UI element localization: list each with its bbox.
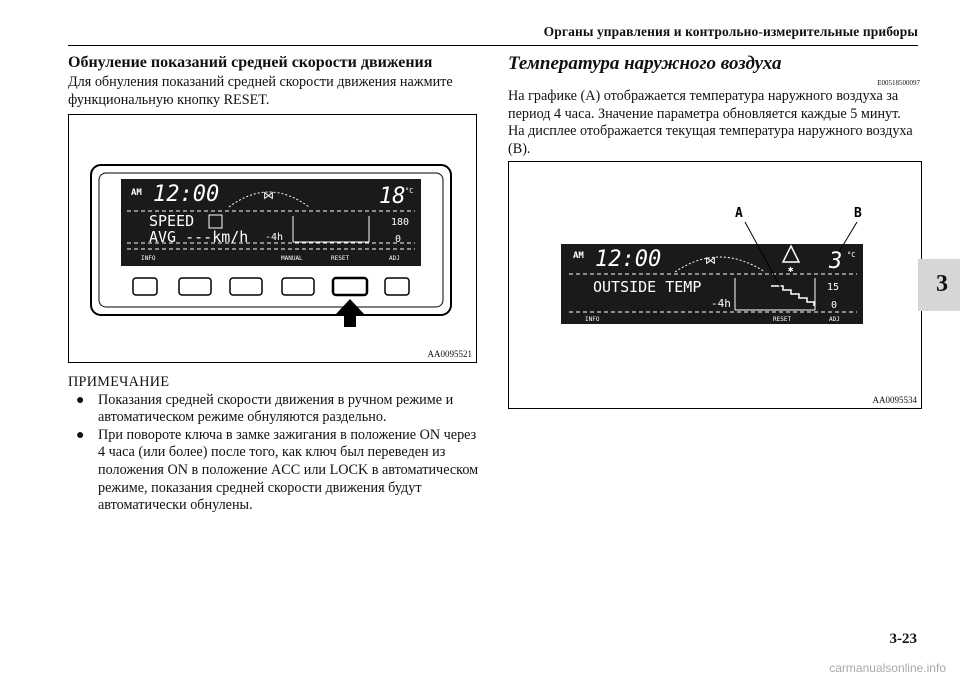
- outside-temp-paragraph-1: На графике (A) отображается температура …: [508, 88, 901, 122]
- section-heading-outside-temp: Температура наружного воздуха: [508, 53, 782, 74]
- graph-zero-label: 0: [395, 234, 401, 245]
- left-column: Обнуление показаний средней скорости дви…: [68, 52, 480, 109]
- compass-arc: [228, 191, 310, 208]
- note-block: ПРИМЕЧАНИЕ ● Показания средней скорости …: [68, 374, 480, 515]
- bar-label-adj: ADJ: [829, 316, 840, 323]
- function-button-2[interactable]: [178, 277, 212, 296]
- temperature-readout: 3: [828, 249, 842, 274]
- temperature-unit: °C: [847, 251, 855, 259]
- temperature-unit: °C: [405, 187, 413, 195]
- graph-span-label: -4h: [711, 297, 731, 310]
- reset-paragraph: Для обнуления показаний средней скорости…: [68, 74, 453, 108]
- running-header: Органы управления и контрольно-измерител…: [543, 24, 918, 39]
- note-title: ПРИМЕЧАНИЕ: [68, 374, 170, 390]
- speed-mode-icon: [208, 214, 223, 229]
- compass-icon: ⋈: [705, 254, 716, 267]
- compass-icon: ⋈: [263, 189, 274, 202]
- note-item-text: При повороте ключа в замке зажигания в п…: [98, 426, 479, 514]
- bar-label-info: INFO: [585, 316, 600, 323]
- bar-label-adj: ADJ: [389, 255, 400, 262]
- function-button-1[interactable]: [132, 277, 158, 296]
- snowflake-icon: ✱: [788, 265, 794, 275]
- watermark: carmanualsonline.info: [829, 661, 946, 675]
- graph-zero-label: 0: [831, 300, 837, 311]
- chapter-tab: 3: [918, 259, 960, 311]
- page-number: 3-23: [889, 631, 918, 647]
- clock-readout: 12:00: [153, 182, 219, 207]
- graph-max-label: 15: [827, 282, 839, 293]
- callout-b: B: [854, 206, 862, 221]
- reset-display-illustration: AM 12:00 18 °C ⋈ SPEED AVG ---km/h -4h 1…: [90, 164, 452, 327]
- callout-a-leader: [744, 221, 782, 289]
- press-arrow-icon: [336, 299, 364, 327]
- bar-label-reset: RESET: [773, 316, 791, 323]
- speed-label: SPEED: [149, 212, 194, 230]
- section-heading-reset: Обнуление показаний средней скорости дви…: [68, 54, 433, 71]
- note-item: ● Показания средней скорости движения в …: [68, 392, 480, 427]
- note-item: ● При повороте ключа в замке зажигания в…: [68, 427, 480, 515]
- clock-readout: 12:00: [595, 247, 661, 272]
- ice-warning-icon: [781, 244, 801, 263]
- function-button-4[interactable]: [281, 277, 315, 296]
- section-code: E00518500097: [877, 79, 920, 87]
- bar-label-info: INFO: [141, 255, 156, 262]
- chapter-number: 3: [936, 271, 948, 297]
- graph-span-label: -4h: [265, 232, 283, 243]
- temperature-readout: 18: [379, 184, 406, 209]
- bullet-icon: ●: [76, 392, 85, 408]
- compass-arc: [674, 256, 766, 273]
- figure-outside-temp-display: AM 12:00 ⋈ ✱ 3 °C OUTSIDE TEMP -4h 15 0 …: [508, 161, 922, 409]
- figure-reset-display: AM 12:00 18 °C ⋈ SPEED AVG ---km/h -4h 1…: [68, 114, 477, 363]
- figure-id-left: AA0095521: [427, 349, 473, 359]
- function-button-6[interactable]: [384, 277, 410, 296]
- bar-label-reset: RESET: [331, 255, 349, 262]
- graph-max-label: 180: [391, 217, 409, 228]
- am-indicator: AM: [573, 251, 584, 261]
- function-button-3[interactable]: [229, 277, 263, 296]
- right-column: Температура наружного воздуха E005185000…: [508, 52, 920, 158]
- bar-label-manual: MANUAL: [281, 255, 303, 262]
- outside-temp-display-illustration: AM 12:00 ⋈ ✱ 3 °C OUTSIDE TEMP -4h 15 0 …: [561, 206, 863, 324]
- note-item-text: Показания средней скорости движения в ру…: [98, 391, 454, 426]
- figure-id-right: AA0095534: [872, 395, 918, 405]
- outside-temp-title: OUTSIDE TEMP: [593, 278, 701, 296]
- callout-a: A: [735, 206, 743, 221]
- header-rule: [68, 45, 918, 46]
- reset-function-button[interactable]: [331, 276, 369, 297]
- am-indicator: AM: [131, 188, 142, 198]
- outside-temp-paragraph-2: На дисплее отображается текущая температ…: [508, 123, 913, 157]
- avg-speed-readout: AVG ---km/h: [149, 228, 248, 246]
- bullet-icon: ●: [76, 427, 85, 443]
- callout-b-leader: [838, 221, 858, 253]
- temperature-trend-line: [771, 285, 815, 306]
